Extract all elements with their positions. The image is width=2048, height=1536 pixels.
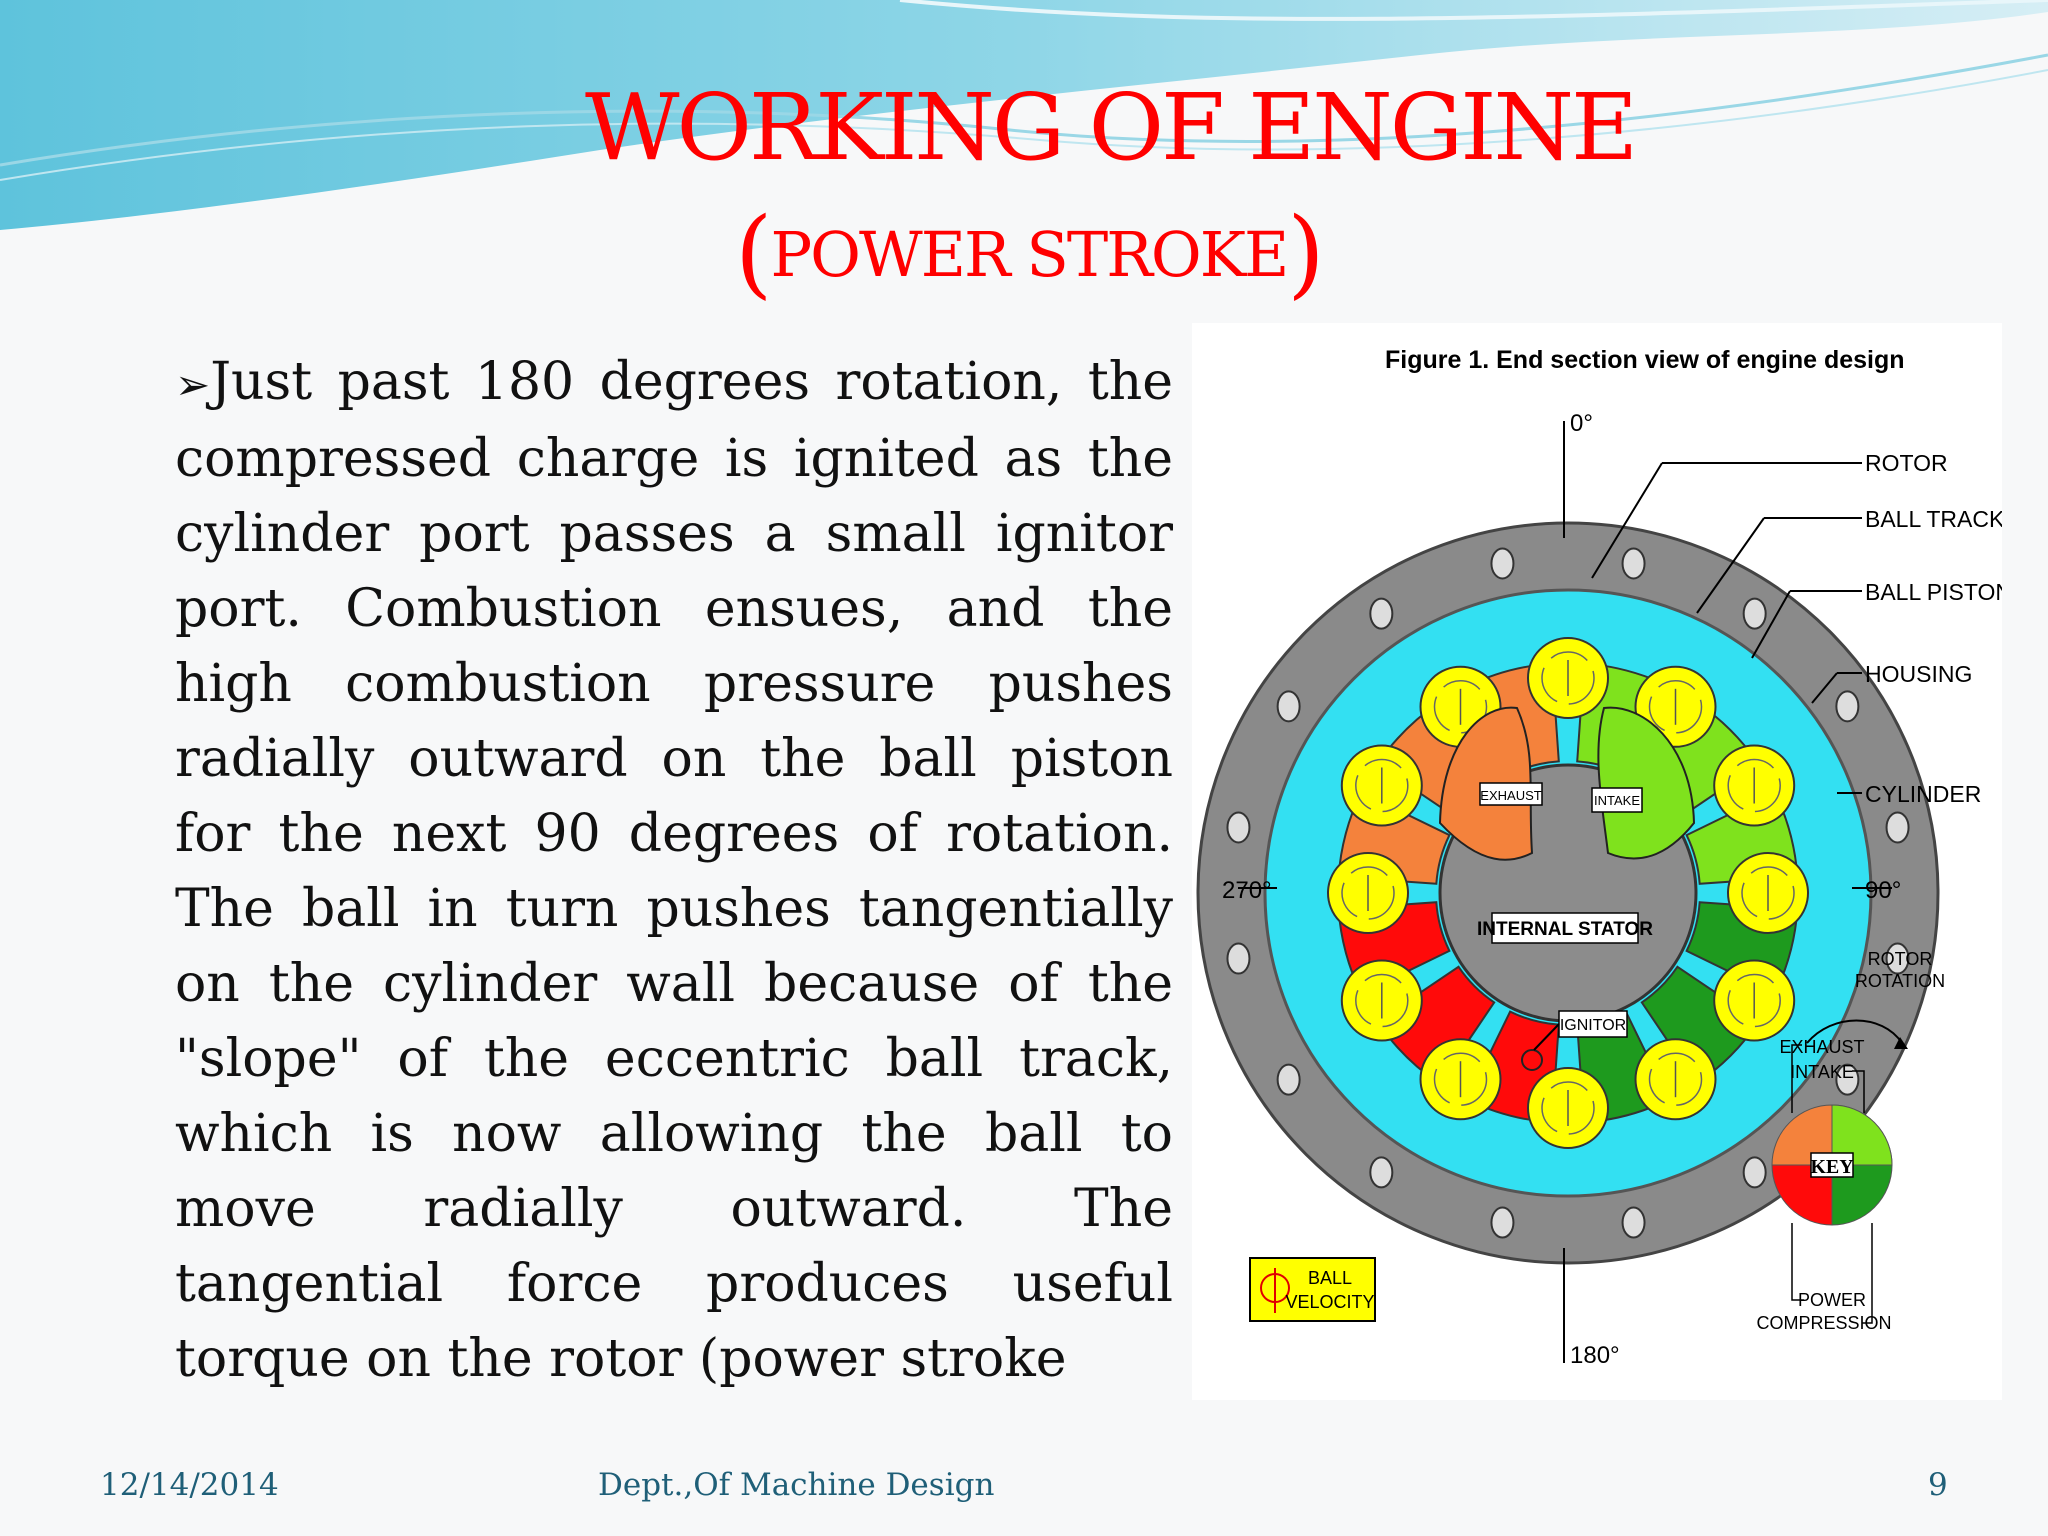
svg-text:VELOCITY: VELOCITY (1285, 1292, 1374, 1312)
ball-rotation-mark (1355, 758, 1409, 813)
stator-label: INTERNAL STATOR (1477, 912, 1653, 944)
svg-text:EXHAUST: EXHAUST (1779, 1037, 1864, 1057)
svg-text:POWER: POWER (1798, 1290, 1866, 1310)
exhaust-label: EXHAUST (1479, 782, 1543, 806)
svg-text:INTERNAL STATOR: INTERNAL STATOR (1477, 919, 1653, 940)
angle-markers (1238, 421, 1892, 1363)
subtitle-text: POWER STROKE (770, 218, 1289, 291)
engine-figure: Figure 1. End section view of engine des… (1192, 323, 2002, 1400)
housing-bolt (1226, 942, 1251, 975)
housing-bolt (1490, 1206, 1515, 1239)
ball-rotation-mark (1648, 680, 1703, 734)
subtitle-close-paren: ) (1287, 197, 1324, 309)
svg-text:BALL: BALL (1308, 1268, 1352, 1288)
angle-270-label: 270° (1222, 877, 1272, 904)
housing-bolt (1742, 1156, 1767, 1189)
svg-text:KEY: KEY (1810, 1156, 1854, 1178)
callout-cylinder: CYLINDER (1865, 781, 1981, 807)
housing-bolts (1226, 547, 1910, 1239)
ball-rotation-mark (1541, 1081, 1595, 1135)
housing-bolt (1621, 1206, 1646, 1239)
ball-rotation-mark (1355, 973, 1409, 1028)
ball-rotation-mark (1433, 680, 1488, 734)
svg-text:INTAKE: INTAKE (1594, 793, 1640, 808)
footer-date: 12/14/2014 (100, 1467, 279, 1503)
housing-bolt (1369, 597, 1394, 630)
ball-rotation-mark (1727, 758, 1781, 813)
housing-bolt (1885, 942, 1910, 975)
housing-bolt (1742, 597, 1767, 630)
housing-bolt (1835, 690, 1860, 723)
ignitor-port (1521, 1049, 1543, 1071)
bullet-text: Just past 180 degrees rotation, the comp… (175, 352, 1173, 1389)
footer-department: Dept.,Of Machine Design (598, 1467, 995, 1503)
ball-rotation-mark (1648, 1052, 1703, 1106)
svg-text:INTAKE: INTAKE (1790, 1062, 1854, 1082)
callout-rotor: ROTOR (1865, 450, 1948, 476)
housing-bolt (1885, 811, 1910, 844)
ignitor-label: IGNITOR (1533, 1010, 1628, 1051)
svg-text:EXHAUST: EXHAUST (1480, 788, 1541, 803)
callout-housing: HOUSING (1865, 661, 1972, 687)
svg-text:ROTATION: ROTATION (1855, 971, 1945, 991)
slide-title: WORKING OF ENGINE (585, 74, 1638, 181)
callout-ball-piston: BALL PISTON (1865, 579, 2002, 605)
housing-bolt (1226, 811, 1251, 844)
svg-text:COMPRESSION: COMPRESSION (1756, 1313, 1891, 1333)
header-wave-decoration (0, 0, 2048, 230)
ball-rotation-mark (1541, 651, 1595, 705)
ball-rotation-mark (1341, 866, 1395, 920)
callout-ball-track: BALL TRACK (1865, 506, 2002, 532)
housing-bolt (1276, 690, 1301, 723)
bullet-paragraph: ➢Just past 180 degrees rotation, the com… (175, 345, 1173, 1397)
angle-90-label: 90° (1865, 877, 1901, 904)
figure-caption: Figure 1. End section view of engine des… (1385, 346, 1905, 374)
housing-bolt (1276, 1063, 1301, 1096)
svg-text:IGNITOR: IGNITOR (1560, 1017, 1626, 1034)
ball-rotation-mark (1741, 866, 1795, 920)
ball-pistons (1327, 637, 1809, 1149)
color-key: ROTOR ROTATION KEY EXHAUST INTAKE POWER … (1756, 949, 1945, 1333)
ball-velocity-legend: BALL VELOCITY (1249, 1257, 1376, 1322)
footer-page-number: 9 (1928, 1467, 1948, 1503)
angle-180-label: 180° (1570, 1342, 1620, 1369)
bullet-arrow-icon: ➢ (175, 360, 211, 409)
ball-rotation-mark (1727, 973, 1781, 1028)
housing-bolt (1369, 1156, 1394, 1189)
subtitle-open-paren: ( (735, 197, 772, 309)
svg-text:ROTOR: ROTOR (1868, 949, 1933, 969)
housing-bolt (1621, 547, 1646, 580)
intake-label: INTAKE (1591, 787, 1643, 813)
angle-0-label: 0° (1570, 410, 1593, 437)
callout-lines (1591, 462, 1862, 794)
housing-bolt (1490, 547, 1515, 580)
slide-subtitle: (POWER STROKE) (735, 205, 1325, 301)
intake-port (1597, 706, 1696, 860)
housing-bolt (1835, 1063, 1860, 1096)
ball-rotation-mark (1433, 1052, 1488, 1106)
